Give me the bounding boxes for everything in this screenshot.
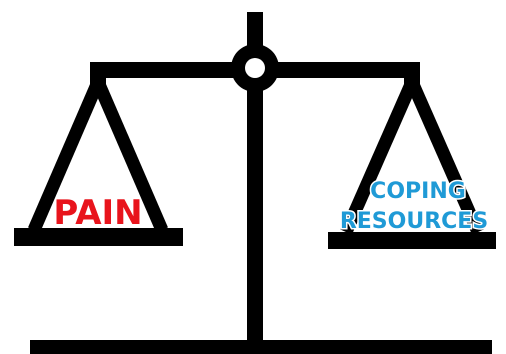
resources-label: RESOURCES [340, 209, 488, 234]
scale-base [30, 340, 492, 354]
left-pan [14, 228, 183, 246]
coping-label: COPING [370, 179, 466, 204]
scale-post [247, 12, 263, 342]
right-hanger [340, 62, 484, 235]
pain-label: PAIN [53, 193, 142, 233]
right-pan [328, 232, 496, 249]
scale-pivot-hole [245, 58, 265, 78]
left-hanger [28, 62, 168, 233]
